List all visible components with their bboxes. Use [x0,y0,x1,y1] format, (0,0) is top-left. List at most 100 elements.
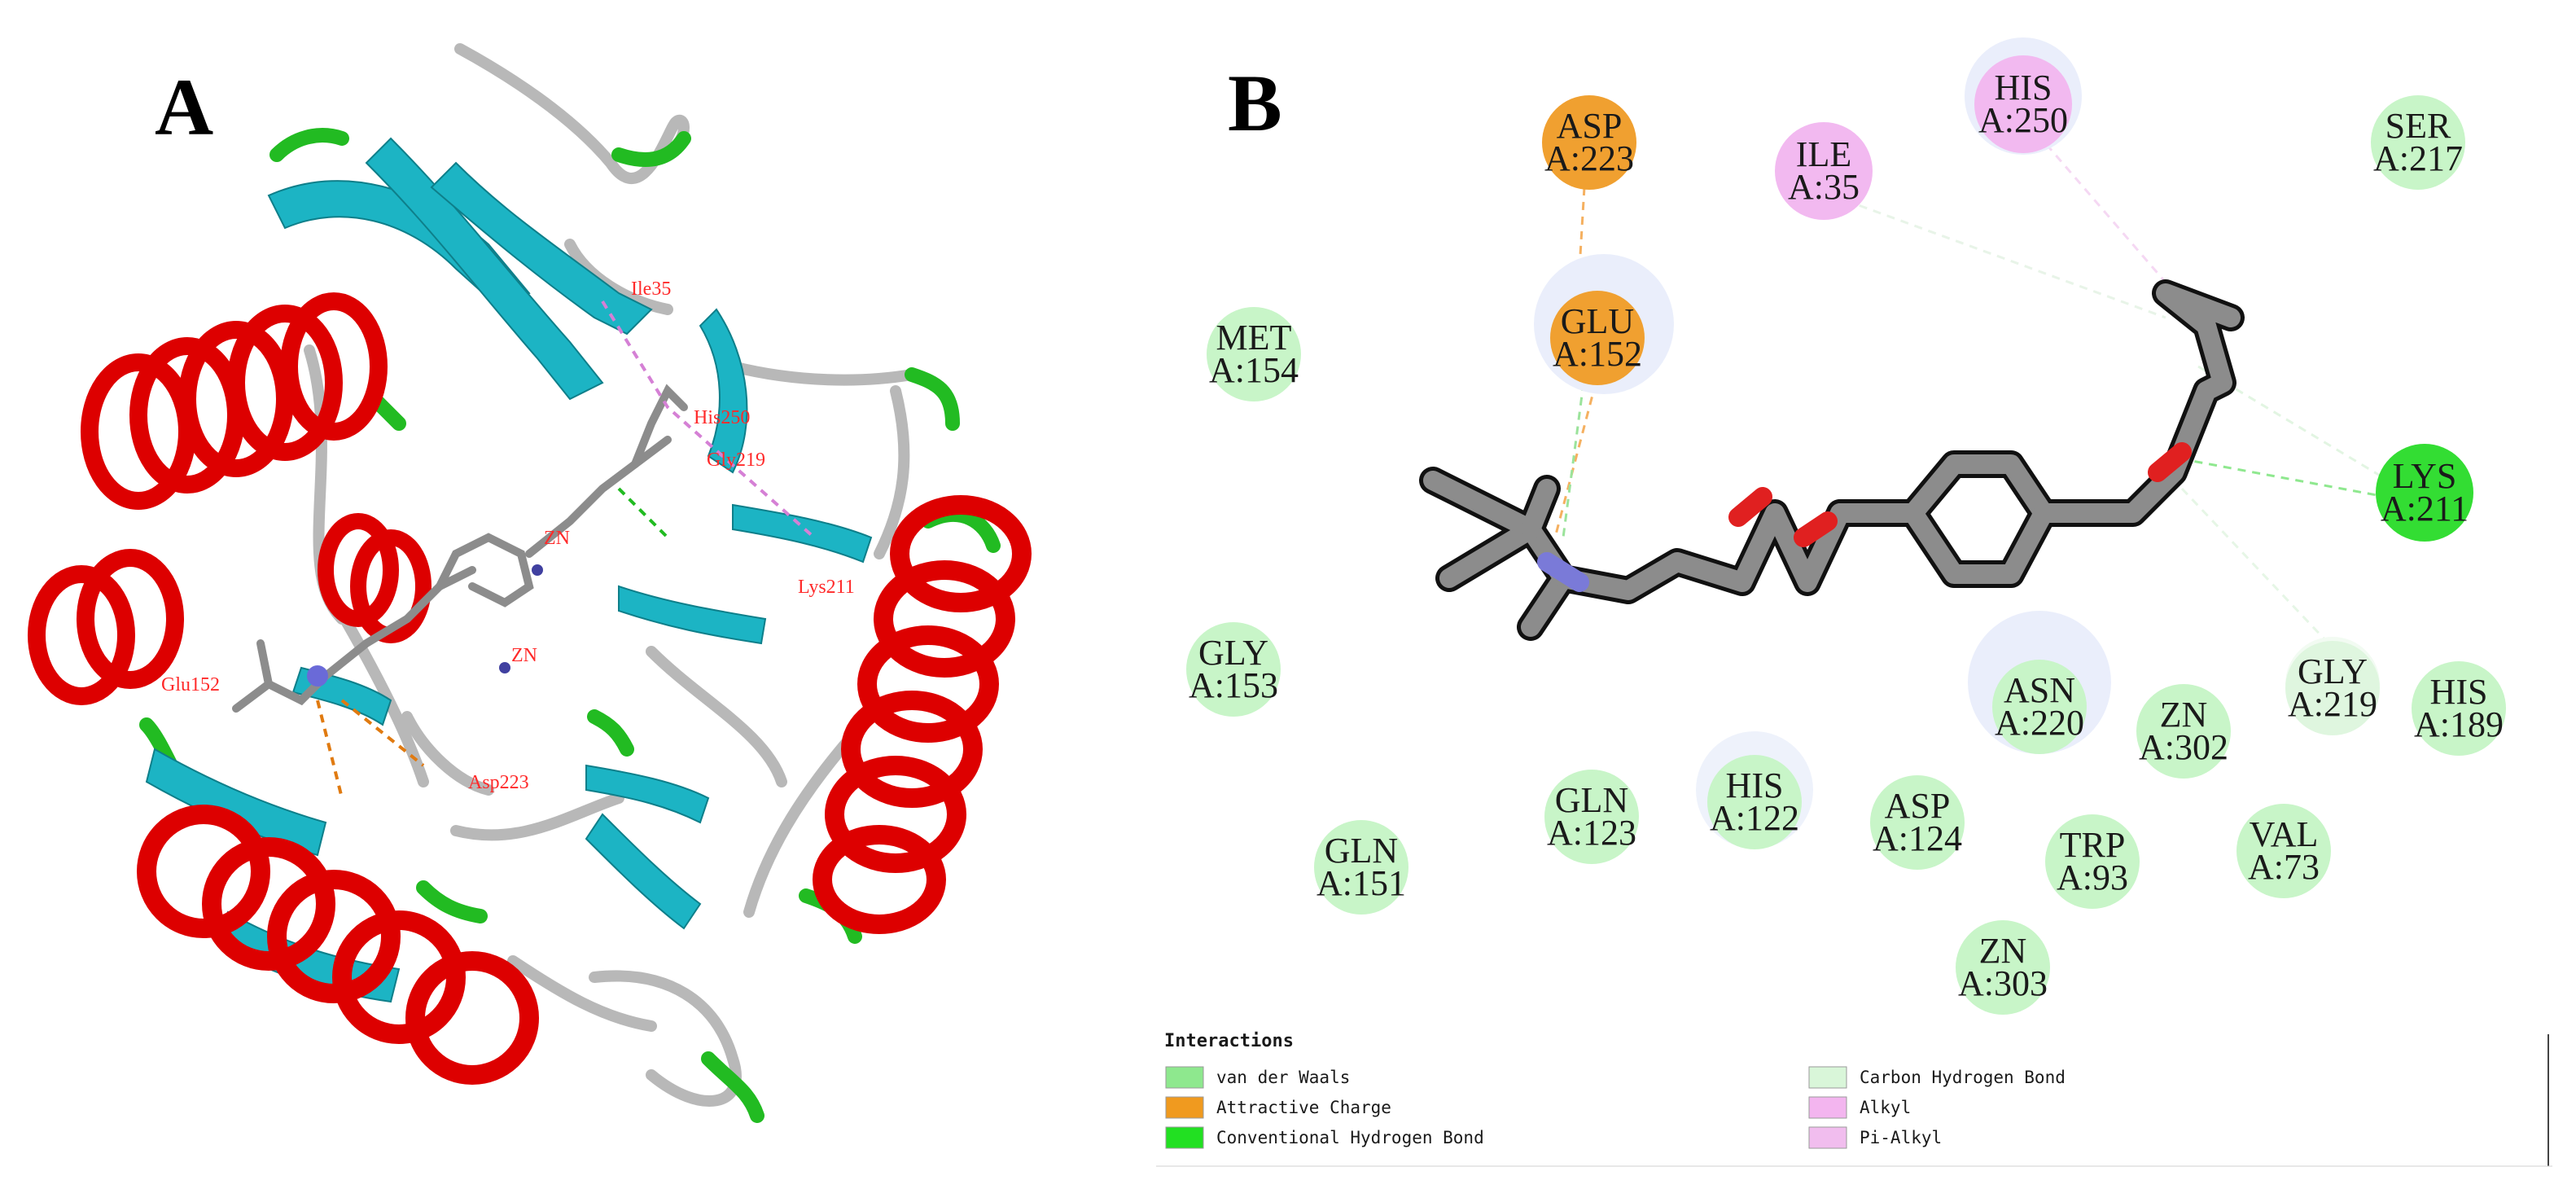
residue-name-gly-a-219: GLY [2298,651,2368,691]
panel-a-label: A [155,62,213,152]
residue-name-trp-a-93: TRP [2060,825,2126,865]
disc-gln151 [1314,820,1408,915]
helix-bottom-left [137,805,539,1085]
legend-label-conventional-hydrogen-bond: Conventional Hydrogen Bond [1216,1128,1484,1147]
residue-name-zn-a-303: ZN [1979,931,2027,971]
residue-name-gln-a-123: GLN [1555,780,1628,820]
residue-id-ser-a-217: A:217 [2373,138,2463,178]
legend-swatch-van-der-waals [1165,1066,1204,1089]
legend-label-attractive-charge: Attractive Charge [1216,1098,1391,1117]
residue-id-asp-a-223: A:223 [1544,138,1634,178]
disc-zn303 [1956,920,2050,1015]
label-asp223: Asp223 [468,772,529,793]
legend-title: Interactions [1164,1031,1294,1051]
residue-id-ile-a-35: A:35 [1788,167,1860,207]
label-zn-2: ZN [511,645,537,666]
disc-met154 [1207,307,1301,401]
legend-swatch-alkyl [1808,1096,1847,1119]
legend-swatch-pi-alkyl [1808,1126,1847,1149]
disc-asp223 [1542,95,1636,190]
residue-id-gly-a-153: A:153 [1189,665,1278,705]
residue-id-gln-a-151: A:151 [1316,863,1406,903]
helix-left-mid [28,549,184,705]
residue-id-gly-a-219: A:219 [2288,684,2377,724]
residue-id-asp-a-124: A:124 [1873,818,1962,858]
legend-swatch-carbon-hydrogen-bond [1808,1066,1847,1089]
residue-id-asn-a-220: A:220 [1995,703,2084,743]
residue-name-his-a-122: HIS [1726,766,1784,805]
disc-asn220 [1992,660,2087,754]
disc-lys211 [2376,444,2473,542]
residue-id-zn-a-302: A:302 [2139,727,2228,767]
legend-label-alkyl: Alkyl [1860,1098,1911,1117]
label-gly219: Gly219 [707,450,765,471]
disc-glu152 [1550,291,1645,385]
disc-his122 [1707,755,1802,849]
zn-atom-1 [532,564,543,576]
residue-name-gln-a-151: GLN [1325,831,1398,871]
residue-id-met-a-154: A:154 [1209,350,1299,390]
residue-name-his-a-189: HIS [2430,672,2488,712]
disc-asp124 [1870,775,1965,870]
residue-name-his-a-250: HIS [1995,68,2052,107]
label-glu152: Glu152 [161,674,220,695]
helix-right [813,495,1032,934]
residue-name-ser-a-217: SER [2385,106,2451,146]
residue-id-glu-a-152: A:152 [1553,334,1642,374]
residue-name-ile-a-35: ILE [1796,134,1851,174]
residue-id-his-a-189: A:189 [2414,704,2504,744]
disc-his189 [2412,661,2506,756]
disc-gly153 [1186,622,1281,717]
panel-b: B [1156,37,2552,1167]
disc-gln123 [1544,770,1639,864]
helix-center [318,513,432,643]
residue-id-gln-a-123: A:123 [1547,813,1636,853]
residue-id-lys-a-211: A:211 [2381,489,2469,529]
beta-strands [145,137,873,1003]
panel-a: A [28,43,1032,1123]
residue-name-gly-a-153: GLY [1198,633,1268,673]
legend-label-van-der-waals: van der Waals [1216,1068,1350,1087]
coil-loops [304,43,918,1107]
label-zn-1: ZN [544,528,570,549]
legend-label-carbon-hydrogen-bond: Carbon Hydrogen Bond [1860,1068,2066,1087]
ligand-2d [1419,279,2245,641]
interaction-dashes-3d [316,300,816,799]
disc-zn302 [2136,684,2231,779]
disc-val73 [2236,804,2331,898]
residue-name-zn-a-302: ZN [2160,695,2208,735]
residue-name-met-a-154: MET [1216,318,1292,358]
zn-atom-2 [499,662,510,673]
residue-discs [1186,37,2506,1015]
residue-name-glu-a-152: GLU [1561,301,1634,341]
residue-id-zn-a-303: A:303 [1958,963,2048,1003]
residue-id-his-a-122: A:122 [1710,798,1799,838]
residue-name-val-a-73: VAL [2250,814,2319,854]
label-his250: His250 [694,407,750,428]
residue-name-asp-a-124: ASP [1885,786,1951,826]
disc-gly219 [2285,641,2380,735]
ligand-3d [232,384,688,713]
legend-swatch-attractive-charge [1165,1096,1204,1119]
legend-swatch-conventional-hydrogen-bond [1165,1126,1204,1149]
disc-trp93 [2045,814,2140,909]
alpha-helices [28,292,1032,1085]
disc-his250 [1974,55,2072,153]
interaction-dashes-2d [1553,121,2403,645]
disc-ile35 [1775,122,1873,220]
residue-id-trp-a-93: A:93 [2057,858,2128,897]
residue-name-asp-a-223: ASP [1557,106,1623,146]
residue-name-asn-a-220: ASN [2004,670,2075,710]
panel-b-label: B [1228,58,1282,148]
helix-left-top [81,292,388,510]
residue-id-his-a-250: A:250 [1978,100,2068,140]
label-ile35: Ile35 [631,279,671,300]
disc-ser217 [2371,95,2465,190]
residue-id-val-a-73: A:73 [2248,847,2320,887]
legend-label-pi-alkyl: Pi-Alkyl [1860,1128,1942,1147]
label-lys211: Lys211 [798,577,855,598]
